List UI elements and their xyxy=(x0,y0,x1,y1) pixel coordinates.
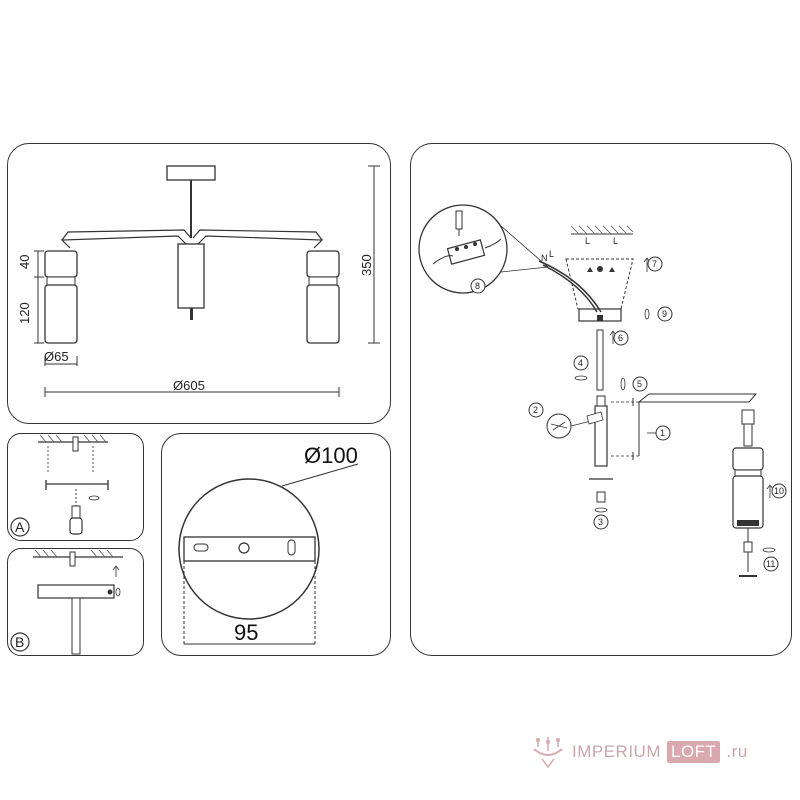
step-b-label: B xyxy=(15,634,24,650)
wire-l-right-label: L xyxy=(613,236,618,246)
wire-l-label: L xyxy=(549,249,554,259)
step-b-panel: B xyxy=(7,548,144,656)
dim-canopy-diameter: Ø100 xyxy=(304,443,358,468)
dim-shade-diameter: Ø65 xyxy=(44,349,69,364)
step-8-label: 8 xyxy=(475,281,480,291)
wire-n-label: N xyxy=(541,253,548,263)
dim-height-bottom: 120 xyxy=(17,302,32,324)
canopy-plate-drawing: Ø100 95 xyxy=(178,443,359,646)
step-10-label: 10 xyxy=(774,486,784,496)
step-7-label: 7 xyxy=(652,259,657,269)
dimensions-drawing: 40 120 350 Ø65 Ø605 xyxy=(17,165,380,397)
dim-plate-width: 95 xyxy=(234,620,258,645)
step-3-label: 3 xyxy=(598,517,603,527)
step-11-label: 11 xyxy=(766,559,775,569)
wire-l-left-label: L xyxy=(585,236,590,246)
step-a-drawing: A xyxy=(10,434,109,537)
step-b-drawing: B xyxy=(10,549,123,655)
assembly-drawing: 8 N L L L 7 9 6 4 xyxy=(418,204,787,577)
watermark-brand: IMPERIUM xyxy=(572,742,661,761)
canopy-plate-panel: Ø100 95 xyxy=(161,433,391,656)
dim-span-diameter: Ø605 xyxy=(173,378,205,393)
step-6-label: 6 xyxy=(618,333,623,343)
dim-height-top: 40 xyxy=(17,255,32,269)
step-2-label: 2 xyxy=(533,405,538,415)
watermark-tld: .ru xyxy=(726,742,748,761)
watermark: IMPERIUM LOFT .ru xyxy=(530,735,748,769)
step-1-label: 1 xyxy=(660,428,665,438)
dim-total-height: 350 xyxy=(359,254,374,276)
chandelier-logo-icon xyxy=(533,737,563,769)
watermark-box: LOFT xyxy=(667,741,721,763)
step-9-label: 9 xyxy=(662,309,667,319)
dimensions-panel: 40 120 350 Ø65 Ø605 xyxy=(7,143,391,424)
step-a-label: A xyxy=(15,519,25,535)
step-4-label: 4 xyxy=(578,358,583,368)
assembly-panel: 8 N L L L 7 9 6 4 xyxy=(410,143,792,656)
step-a-panel: A xyxy=(7,433,144,541)
step-5-label: 5 xyxy=(637,379,642,389)
